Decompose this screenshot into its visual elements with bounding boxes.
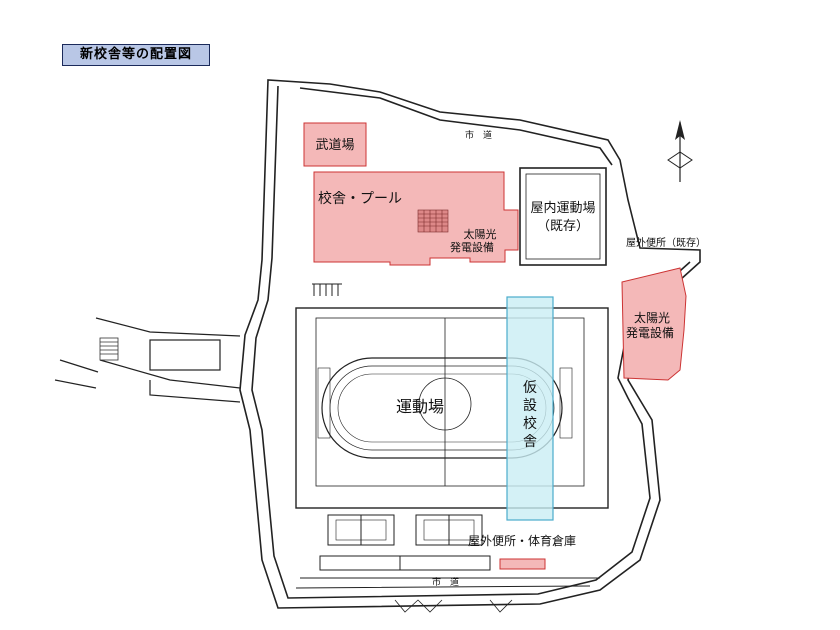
bottom-stairs [394, 599, 513, 613]
school-pool-building [313, 171, 519, 266]
gym-label-2: （既存） [537, 219, 589, 234]
west-road [54, 317, 241, 403]
temp-label-1: 仮 [523, 380, 537, 396]
parking-marks [312, 283, 342, 296]
gym-building [519, 167, 607, 266]
field-label: 運動場 [396, 397, 444, 416]
west-stairs [99, 337, 119, 361]
temp-label-4: 舎 [523, 434, 537, 450]
road-bottom-label: 市 道 [432, 576, 459, 588]
slope-solar-label-1: 太陽光 [634, 310, 670, 325]
sports-field [295, 307, 609, 509]
solar-on-building-label-1: 太陽光 [464, 227, 497, 241]
outdoor-toilet-existing-label: 屋外便所（既存） [626, 236, 706, 249]
map-title: 新校舎等の配置図 [62, 44, 210, 66]
site-boundary [239, 79, 701, 609]
road-top-label: 市 道 [465, 129, 492, 141]
toilet-storage-building [499, 558, 546, 570]
north-arrow-icon [667, 120, 693, 182]
school-pool-label: 校舎・プール [318, 190, 402, 207]
tennis-courts [327, 514, 483, 546]
budojo-building [303, 122, 367, 167]
bottom-perimeter [295, 555, 600, 589]
temporary-building [506, 296, 554, 521]
slope-solar-label-2: 発電設備 [626, 325, 674, 340]
temp-label-2: 設 [523, 398, 537, 414]
solar-on-building-label-2: 発電設備 [450, 240, 494, 254]
budojo-label: 武道場 [315, 138, 354, 153]
toilet-storage-label: 屋外便所・体育倉庫 [468, 533, 576, 548]
slope-solar-area [621, 267, 687, 381]
temp-label-3: 校 [523, 415, 537, 432]
gym-label-1: 屋内運動場 [530, 200, 595, 216]
pool-grid [417, 209, 449, 233]
